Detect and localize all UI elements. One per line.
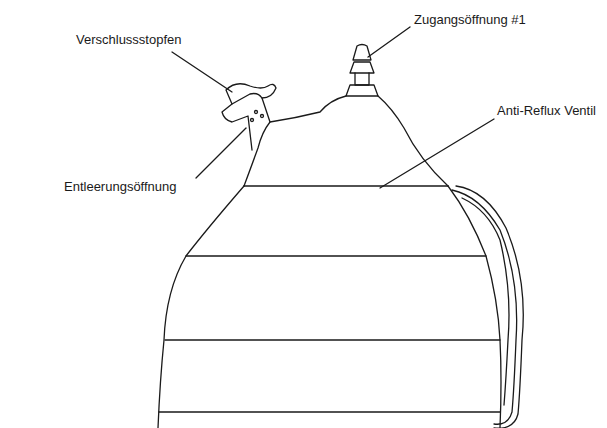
closure-stopper [226, 84, 276, 104]
part-label: Anti-Reflux Ventil [497, 103, 596, 119]
bottle-rib [165, 339, 500, 340]
handle-strap [462, 198, 509, 405]
bottle-rib [159, 411, 500, 412]
leader-line [380, 119, 494, 188]
drain-hole [261, 115, 264, 118]
leader-line [172, 52, 232, 92]
part-label: Zugangsöffnung #1 [414, 12, 526, 28]
bottle-rib [186, 255, 486, 256]
drain-hole [255, 111, 258, 114]
access-port-stem [355, 73, 369, 85]
drain-hole [251, 119, 254, 122]
anti-reflux-valve-band [244, 185, 448, 186]
part-label: Verschlussstopfen [76, 32, 182, 48]
handle-strap [452, 190, 517, 424]
bottle-neck [378, 96, 448, 186]
access-port-base [346, 85, 378, 96]
drain-spout [222, 94, 270, 151]
leader-line [368, 27, 410, 57]
part-label: Entleerungsöffnung [64, 179, 177, 195]
bottle-body [448, 186, 501, 428]
access-port-cone [350, 62, 374, 73]
bottle-neck [244, 96, 346, 186]
handle-strap [456, 186, 523, 428]
bottle-body [158, 186, 244, 428]
leader-line [196, 128, 246, 178]
access-port-cap [353, 45, 371, 61]
